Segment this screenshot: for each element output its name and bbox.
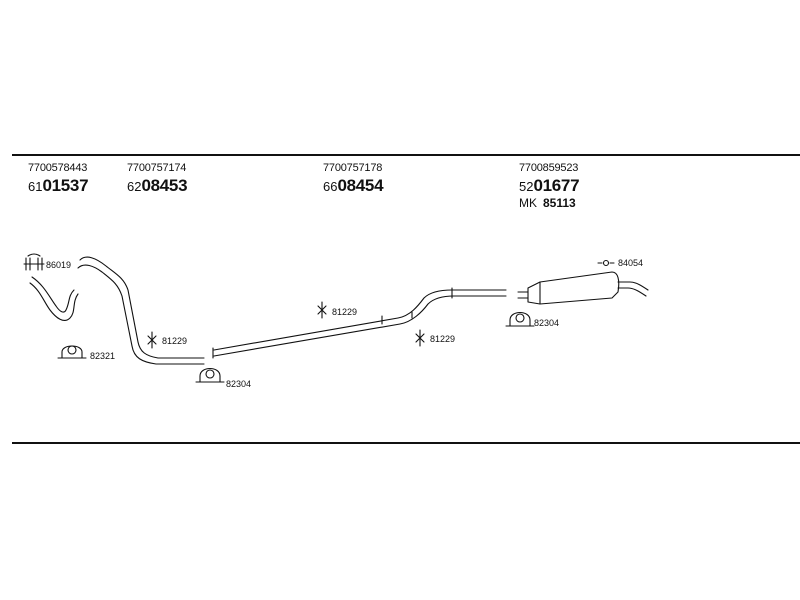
mk-label: MK: [519, 196, 537, 210]
ref-code-3: 6608454: [323, 176, 384, 196]
ref-code-1: 6101537: [28, 176, 89, 196]
tail-bracket-icon: [597, 259, 615, 267]
callout-mount-mid: 81229: [332, 307, 357, 317]
ref-code-4-prefix: 52: [519, 179, 534, 194]
ref-code-2-prefix: 62: [127, 179, 142, 194]
intermediate-pipe-left: [77, 256, 205, 365]
top-divider: [12, 154, 800, 156]
ref-code-2-main: 08453: [141, 176, 188, 195]
mount-right-icon: [415, 329, 425, 347]
centre-pipe: [212, 287, 507, 359]
mount-left-icon: [147, 331, 157, 349]
ref-code-3-main: 08454: [337, 176, 384, 195]
part-number-2: 7700757174: [127, 162, 187, 174]
front-bracket-icon: [23, 253, 45, 271]
callout-mount-left: 81229: [162, 336, 187, 346]
ref-code-1-prefix: 61: [28, 179, 43, 194]
callout-clamp-right: 82304: [534, 318, 559, 328]
mount-mid-icon: [317, 301, 327, 319]
clamp-left-icon: [57, 345, 87, 359]
part-number-1: 7700578443: [28, 162, 88, 174]
callout-mount-right: 81229: [430, 334, 455, 344]
rear-muffler: [517, 271, 649, 305]
callout-clamp-mid: 82304: [226, 379, 251, 389]
callout-top-bracket: 86019: [46, 260, 71, 270]
clamp-right-icon: [505, 311, 535, 327]
callout-tail-bracket: 84054: [618, 258, 643, 268]
bottom-divider: [12, 442, 800, 444]
ref-code-1-main: 01537: [42, 176, 89, 195]
mk-value: 85113: [543, 196, 576, 210]
ref-code-2: 6208453: [127, 176, 188, 196]
front-pipe: [29, 276, 79, 321]
part-number-3: 7700757178: [323, 162, 383, 174]
clamp-mid-icon: [195, 367, 225, 383]
ref-code-4: 5201677: [519, 176, 580, 196]
part-number-4: 7700859523: [519, 162, 579, 174]
ref-code-4-main: 01677: [533, 176, 580, 195]
mk-kit: MK 85113: [519, 196, 576, 210]
callout-clamp-left: 82321: [90, 351, 115, 361]
ref-code-3-prefix: 66: [323, 179, 338, 194]
